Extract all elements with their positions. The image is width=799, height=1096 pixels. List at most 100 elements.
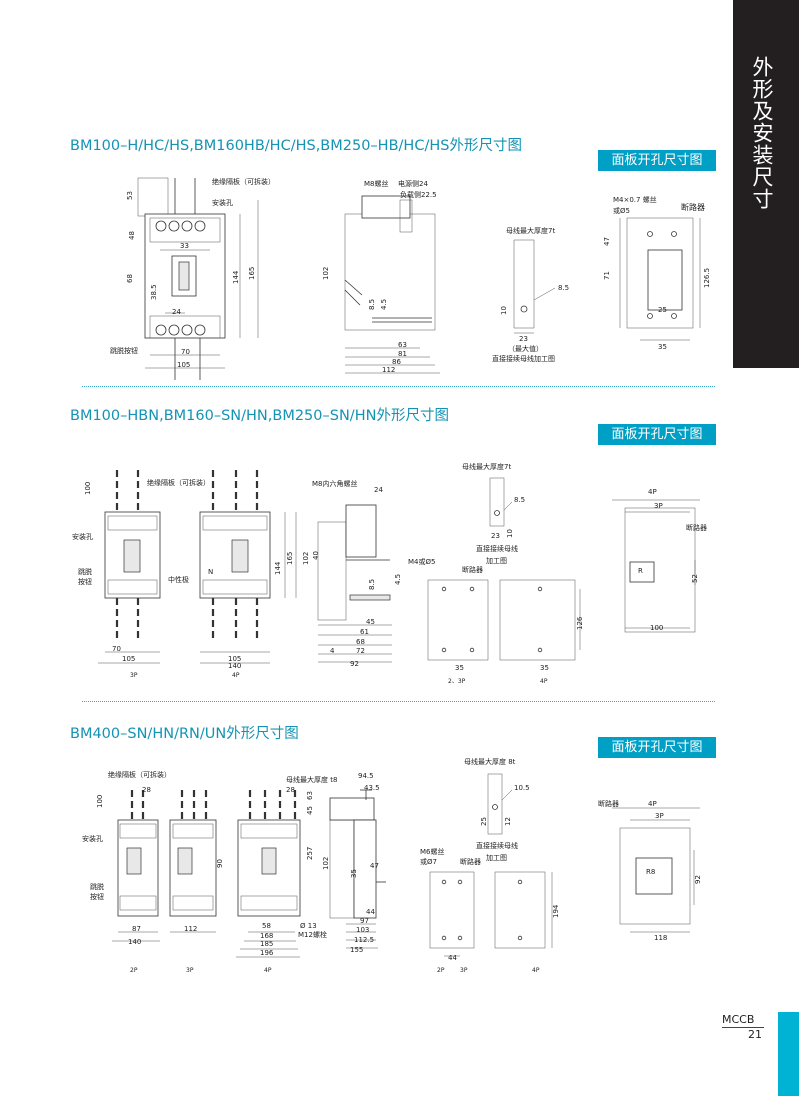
dim-label: 70	[112, 645, 121, 653]
s2-front-3p	[98, 470, 161, 664]
busbar-thickness-label: 母线最大厚度7t	[506, 226, 555, 235]
dim-label: 81	[398, 350, 407, 358]
dim-label: 105	[122, 655, 135, 663]
section-separator	[82, 701, 715, 702]
s3-side-view	[329, 789, 386, 949]
dim-label: 92	[694, 875, 702, 884]
dim-label: 44	[448, 954, 457, 962]
dim-label: 126	[576, 616, 584, 630]
s3-front-2p	[112, 790, 160, 942]
pole-label: 4P	[532, 967, 540, 974]
dim-label: 102	[322, 267, 330, 280]
dim-label: 63	[398, 341, 407, 349]
dim-label: 8.5	[368, 299, 376, 310]
dim-label: 168	[260, 932, 273, 940]
dim-label: 155	[350, 946, 363, 954]
direct-busbar-label: 直接接续母线	[476, 841, 518, 850]
dim-label: 44	[366, 908, 375, 916]
section-title-3: BM400–SN/HN/RN/UN外形尺寸图	[70, 726, 299, 742]
dim-label: 23	[519, 335, 528, 343]
dim-label: 24	[172, 308, 181, 316]
s2-panel-cutout	[612, 499, 700, 633]
dim-label: 35	[350, 869, 358, 878]
section-separator	[82, 386, 715, 387]
pole-label: 3P	[186, 967, 194, 974]
mount-hole-label: 安装孔	[72, 532, 93, 541]
dim-label: 25	[480, 817, 488, 826]
breaker-label: 断路器	[462, 565, 483, 574]
s2-side-view	[317, 504, 392, 663]
busbar-thickness-label: 母线最大厚度7t	[462, 462, 511, 471]
dim-label: 43.5	[364, 784, 380, 792]
dim-label: 4P	[648, 800, 657, 808]
breaker-label: 断路器	[681, 202, 705, 212]
dim-label: 105	[228, 655, 241, 663]
breaker-label: 断路器	[460, 857, 481, 866]
s3-panel-cutout	[612, 807, 700, 933]
dim-label: 23	[491, 532, 500, 540]
s3-front-4p	[236, 790, 301, 958]
dim-label: 126.5	[703, 268, 711, 288]
dim-label: 28	[142, 786, 151, 794]
direct-busbar-label: 加工图	[486, 853, 507, 862]
m8-label: M8螺丝	[364, 179, 389, 188]
trip-button-label: 按钮	[78, 577, 92, 586]
dim-label: 90	[216, 859, 224, 868]
dim-label: 144	[232, 270, 240, 284]
dim-label: 68	[126, 274, 134, 283]
dim-label: 24	[374, 486, 383, 494]
dim-label: R	[638, 567, 643, 575]
dim-label: 165	[286, 552, 294, 565]
dim-label: 8.5	[514, 496, 525, 504]
dim-label: 140	[228, 662, 241, 670]
dim-label: 97	[360, 917, 369, 925]
dim-label: 12	[504, 817, 512, 826]
dim-label: 144	[274, 561, 282, 575]
dim-label: 45	[306, 806, 314, 815]
dim-label: 102	[302, 552, 310, 565]
dim-label: 118	[654, 934, 667, 942]
dim-label: 35	[540, 664, 549, 672]
m4-label: M4×0.7 螺丝	[613, 195, 657, 204]
pole-label: 4P	[264, 967, 272, 974]
dim-label: 71	[603, 271, 611, 280]
dim-label: 140	[128, 938, 141, 946]
dim-label: 4.5	[380, 299, 388, 310]
dim-label: 165	[248, 267, 256, 280]
dim-label: 194	[552, 904, 560, 918]
max-value-label: （最大值）	[508, 344, 543, 353]
panel-cutout-badge-2: 面板开孔尺寸图	[598, 424, 716, 445]
m8-hex-label: M8内六角螺丝	[312, 479, 358, 488]
breaker-label: 断路器	[598, 799, 619, 808]
dim-label: 48	[128, 231, 136, 240]
dim-label: 10	[506, 529, 514, 538]
dim-label: 86	[392, 358, 401, 366]
m6-label: M6螺丝	[420, 847, 445, 856]
dim-label: 25	[658, 306, 667, 314]
section-title-1: BM100–H/HC/HS,BM160HB/HC/HS,BM250–HB/HC/…	[70, 138, 522, 154]
neutral-label: 中性极	[168, 575, 189, 584]
dim-label: 112	[382, 366, 395, 374]
dim-label: 72	[356, 647, 365, 655]
direct-busbar-label: 直接接续母线加工图	[492, 354, 555, 363]
s1-side-view	[344, 195, 440, 374]
dim-label: 33	[180, 242, 189, 250]
trip-button-label: 跳脱按钮	[110, 346, 138, 355]
side-title: 外形及安装尺寸	[750, 56, 774, 210]
dim-label: 105	[177, 361, 190, 369]
dim-label: 35	[658, 343, 667, 351]
section-title-2: BM100–HBN,BM160–SN/HN,BM250–SN/HN外形尺寸图	[70, 408, 449, 424]
trip-button-label: 跳脱	[90, 882, 104, 891]
d13-label: Ø 13	[300, 922, 317, 930]
dim-label: 94.5	[358, 772, 374, 780]
dim-label: 61	[360, 628, 369, 636]
footer-label: MCCB	[722, 1013, 755, 1026]
dim-label: 35	[455, 664, 464, 672]
dim-label: 4.5	[394, 574, 402, 585]
dim-label: 4	[330, 647, 335, 655]
source-side-label: 电源侧24	[398, 179, 428, 188]
dim-label: R8	[646, 868, 655, 876]
dim-label: 102	[322, 857, 330, 870]
s2-cutout-views	[427, 579, 581, 661]
